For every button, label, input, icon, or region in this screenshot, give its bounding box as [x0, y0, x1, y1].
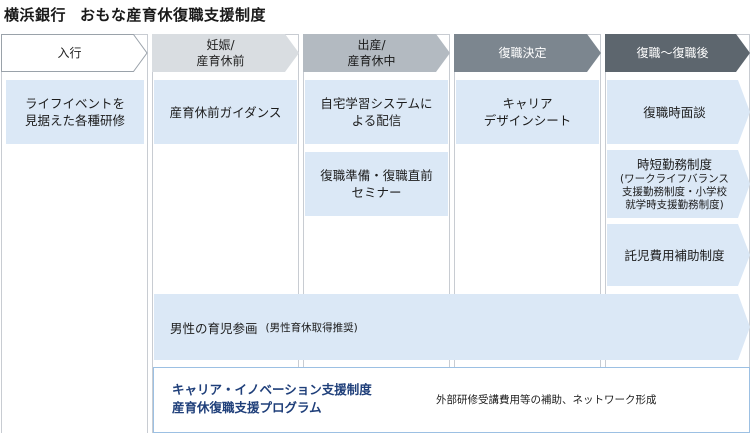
phase-pregnancy-line2: 産育休前: [196, 54, 245, 68]
career-program-name-2: 産育休復職支援プログラム: [172, 400, 322, 415]
page-title: 横浜銀行おもな産育休復職支援制度: [4, 4, 266, 25]
program-return-seminar: 復職準備・復職直前セミナー: [305, 152, 448, 216]
phase-birth-line1: 出産/: [357, 38, 386, 52]
program-career-design-sheet: キャリアデザインシート: [456, 80, 599, 144]
program-life-event-training: ライフイベントを見据えた各種研修: [6, 80, 144, 144]
diagram-title: おもな産育休復職支援制度: [80, 6, 267, 24]
phase-after-return-label: 復職～復職後: [636, 46, 709, 60]
phase-join-label: 入行: [57, 46, 82, 60]
phase-birth: 出産/産育休中: [303, 34, 450, 72]
phase-return-decision-label: 復職決定: [498, 46, 547, 60]
phase-1-outline: [1, 34, 148, 72]
paternal-main: 男性の育児参画: [170, 320, 258, 336]
paternal-sub: (男性育休取得推奨): [265, 321, 358, 334]
career-program-description: 外部研修受講費用等の補助、ネットワーク形成: [436, 394, 657, 406]
phase-return-decision: 復職決定: [454, 34, 601, 72]
program-pre-leave-guidance: 産育休前ガイダンス: [154, 80, 297, 144]
program-childcare-subsidy: 託児費用補助制度: [607, 224, 750, 286]
phase-after-return: 復職～復職後: [605, 34, 750, 72]
phase-birth-line2: 産育休中: [347, 54, 396, 68]
program-paternal-participation: 男性の育児参画 (男性育休取得推奨): [154, 294, 750, 360]
program-short-hours: 時短勤務制度 (ワークライフバランス 支援勤務制度・小学校 就学時支援勤務制度): [607, 150, 750, 218]
phase-pregnancy: 妊娠/産育休前: [152, 34, 299, 72]
career-program-names: キャリア・イノベーション支援制度 産育休復職支援プログラム: [172, 381, 372, 417]
phase-join: 入行: [1, 34, 148, 72]
phase-pregnancy-line1: 妊娠/: [206, 38, 235, 52]
program-return-interview: 復職時面談: [607, 80, 750, 144]
bank-name: 横浜銀行: [4, 6, 67, 24]
career-program-name-1: キャリア・イノベーション支援制度: [172, 382, 372, 397]
program-home-learning: 自宅学習システムによる配信: [305, 80, 448, 144]
program-career-innovation: キャリア・イノベーション支援制度 産育休復職支援プログラム 外部研修受講費用等の…: [153, 367, 750, 433]
